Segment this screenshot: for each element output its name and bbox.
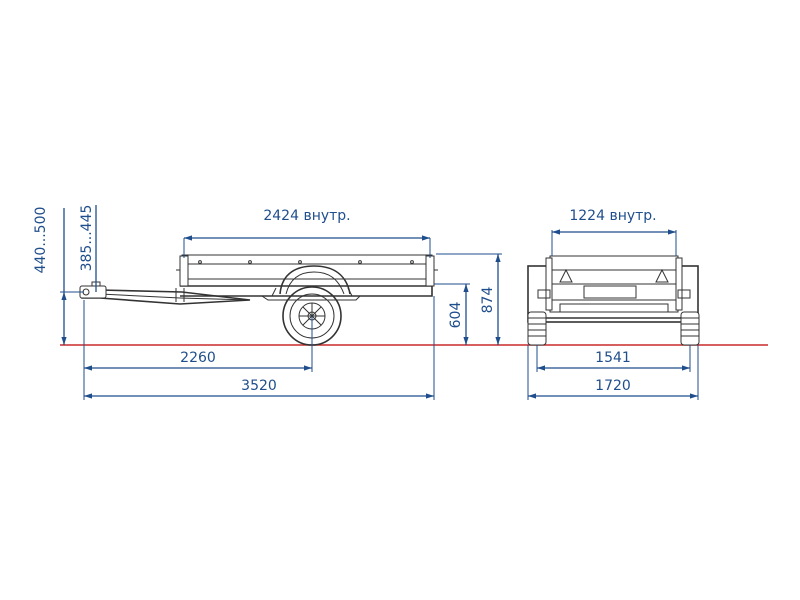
dimension-inner-length: 2424 внутр. (183, 208, 431, 258)
dimension-inner-width: 1224 внутр. (551, 208, 677, 256)
dimension-label-track: 1541 (595, 350, 631, 366)
dimension-hitch-height-alt: 385...445 (79, 205, 97, 292)
dimension-label-side-height: 874 (480, 287, 496, 314)
dimension-overall-width: 1720 (527, 345, 699, 400)
dimension-label-overall-length: 3520 (241, 378, 277, 394)
dimension-overall-length: 3520 (84, 296, 435, 400)
dimension-platform-height: 604 (434, 283, 470, 345)
dimension-side-height: 874 (436, 253, 502, 345)
dimension-track: 1541 (536, 345, 691, 372)
dimension-label-wheelbase: 2260 (180, 350, 216, 366)
dimension-hitch-height: 440...500 (33, 207, 84, 345)
dimension-label-inner-width: 1224 внутр. (569, 208, 656, 224)
rear-view-trailer (527, 255, 700, 346)
dimension-label-hitch-height-range: 440...500 (33, 207, 49, 274)
dimension-label-inner-length: 2424 внутр. (263, 208, 350, 224)
side-view-trailer (79, 252, 438, 346)
dimension-label-overall-width: 1720 (595, 378, 631, 394)
dimension-label-hitch-height-alt-range: 385...445 (79, 205, 95, 272)
dimension-wheelbase: 2260 (83, 300, 313, 400)
dimension-label-platform-height: 604 (448, 302, 464, 329)
